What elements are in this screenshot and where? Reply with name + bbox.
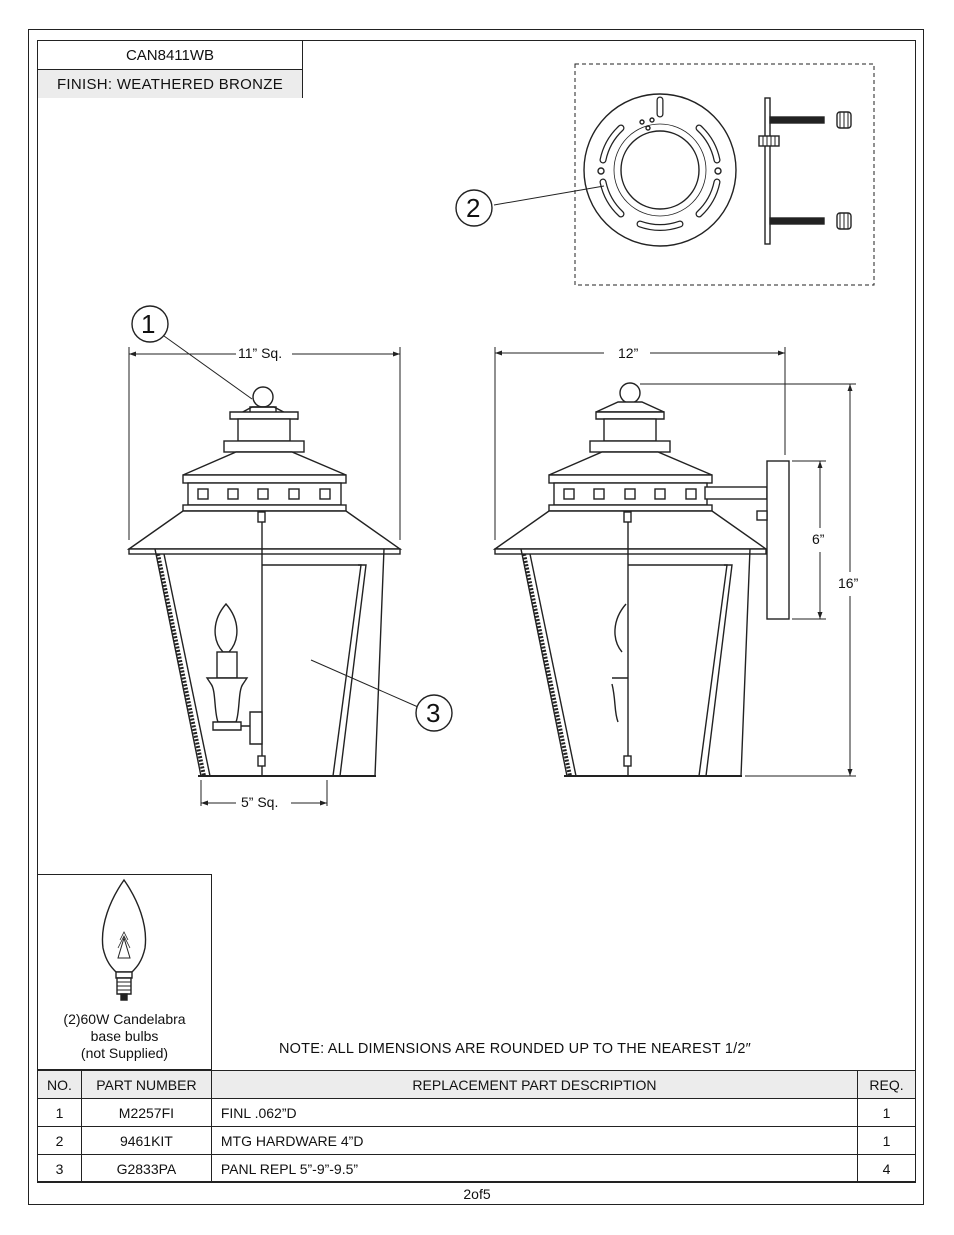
col-header-description: REPLACEMENT PART DESCRIPTION bbox=[210, 1070, 859, 1099]
finish-label: FINISH: WEATHERED BRONZE bbox=[38, 70, 302, 98]
col-header-req: REQ. bbox=[857, 1070, 916, 1099]
cell-no: 2 bbox=[37, 1126, 82, 1155]
bulb-line-1: (2)60W Candelabra bbox=[63, 1011, 186, 1027]
callout-2-circle bbox=[455, 189, 493, 227]
side-view-lantern bbox=[492, 382, 790, 777]
dim-overall-height: 16” bbox=[836, 575, 861, 591]
cell-part-number: G2833PA bbox=[80, 1154, 212, 1183]
callout-3-circle bbox=[415, 694, 453, 732]
page-number: 2of5 bbox=[463, 1186, 491, 1202]
col-header-no: NO. bbox=[37, 1070, 82, 1099]
dim-side-width: 12” bbox=[616, 345, 641, 361]
model-number: CAN8411WB bbox=[38, 41, 302, 70]
cell-no: 1 bbox=[37, 1098, 82, 1127]
callout-1-circle bbox=[131, 305, 169, 343]
table-row: 1 M2257FI FINL .062”D 1 bbox=[37, 1098, 916, 1127]
title-block: CAN8411WB FINISH: WEATHERED BRONZE bbox=[37, 40, 303, 98]
mounting-plate-icon bbox=[583, 93, 737, 247]
bulb-info-box: (2)60W Candelabra base bulbs (not Suppli… bbox=[37, 874, 212, 1070]
mounting-screws-icon bbox=[758, 97, 852, 245]
cell-req: 4 bbox=[857, 1154, 916, 1183]
bulb-line-3: (not Supplied) bbox=[80, 1045, 169, 1061]
hardware-detail-box bbox=[574, 63, 875, 286]
dim-front-width: 11” Sq. bbox=[236, 345, 285, 361]
table-row: 2 9461KIT MTG HARDWARE 4”D 1 bbox=[37, 1126, 916, 1155]
parts-table: NO. PART NUMBER REPLACEMENT PART DESCRIP… bbox=[37, 1070, 916, 1183]
cell-description: PANL REPL 5”-9”-9.5” bbox=[210, 1154, 859, 1183]
col-header-part-number: PART NUMBER bbox=[80, 1070, 212, 1099]
cell-description: MTG HARDWARE 4”D bbox=[210, 1126, 859, 1155]
dim-bottom-width: 5” Sq. bbox=[239, 794, 281, 810]
dim-backplate-height: 6” bbox=[810, 531, 827, 547]
callout-1: 1 bbox=[141, 309, 156, 339]
candelabra-bulb-icon bbox=[101, 878, 147, 1001]
front-view-lantern bbox=[126, 386, 403, 777]
cell-req: 1 bbox=[857, 1126, 916, 1155]
bulb-caption: (2)60W Candelabra base bulbs (not Suppli… bbox=[38, 1011, 211, 1062]
page-outer-border bbox=[28, 29, 924, 1205]
bulb-line-2: base bulbs bbox=[90, 1028, 159, 1044]
table-header-row: NO. PART NUMBER REPLACEMENT PART DESCRIP… bbox=[37, 1070, 916, 1099]
cell-part-number: 9461KIT bbox=[80, 1126, 212, 1155]
cell-part-number: M2257FI bbox=[80, 1098, 212, 1127]
callout-2: 2 bbox=[466, 193, 481, 223]
cell-req: 1 bbox=[857, 1098, 916, 1127]
table-row: 3 G2833PA PANL REPL 5”-9”-9.5” 4 bbox=[37, 1154, 916, 1183]
callout-3: 3 bbox=[426, 698, 441, 728]
cell-description: FINL .062”D bbox=[210, 1098, 859, 1127]
cell-no: 3 bbox=[37, 1154, 82, 1183]
dimensions-note: NOTE: ALL DIMENSIONS ARE ROUNDED UP TO T… bbox=[279, 1041, 751, 1057]
